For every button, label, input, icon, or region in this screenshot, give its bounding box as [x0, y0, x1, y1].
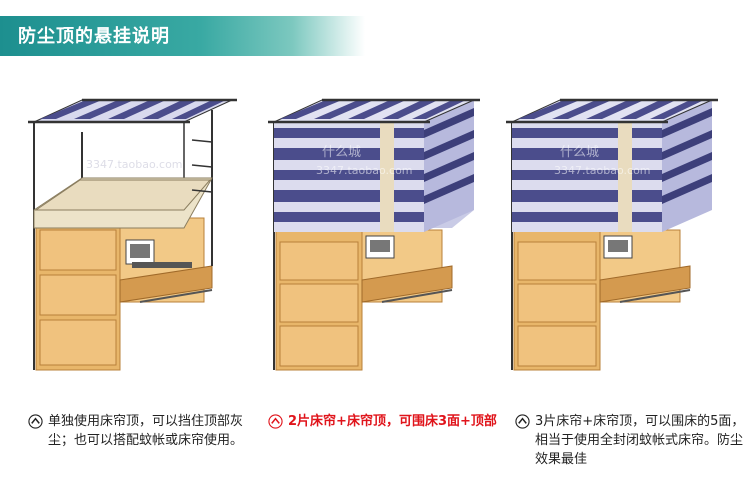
watermark-text: 什么城	[560, 145, 599, 160]
watermark-url: 3347.taobao.com	[86, 158, 183, 171]
watermark-url: 3347.taobao.com	[316, 164, 413, 177]
page-title: 防尘顶的悬挂说明	[18, 26, 170, 47]
illustration-three-curtains: 什么城 3347.taobao.com	[500, 70, 750, 410]
caption-text: 单独使用床帘顶，可以挡住顶部灰尘；也可以搭配蚊帐或床帘使用。	[48, 414, 244, 448]
caption-text: 2片床帘+床帘顶，可围床3面+顶部	[288, 414, 497, 429]
illustration-canopy-only: 什么城 3347.taobao.com	[22, 70, 272, 410]
caption-text: 3片床帘+床帘顶，可以围床的5面，相当于使用全封闭蚊帐式床帘。防尘效果最佳	[535, 414, 745, 467]
up-arrow-circle-icon	[28, 414, 43, 429]
watermark-text: 什么城	[92, 139, 131, 154]
header-bar: 防尘顶的悬挂说明	[0, 0, 750, 68]
watermark-text: 什么城	[322, 145, 361, 160]
header-band	[0, 16, 365, 56]
up-arrow-circle-icon	[515, 414, 530, 429]
up-arrow-circle-icon	[268, 414, 283, 429]
watermark-url: 3347.taobao.com	[554, 164, 651, 177]
illustration-two-curtains: 什么城 3347.taobao.com	[262, 70, 512, 410]
